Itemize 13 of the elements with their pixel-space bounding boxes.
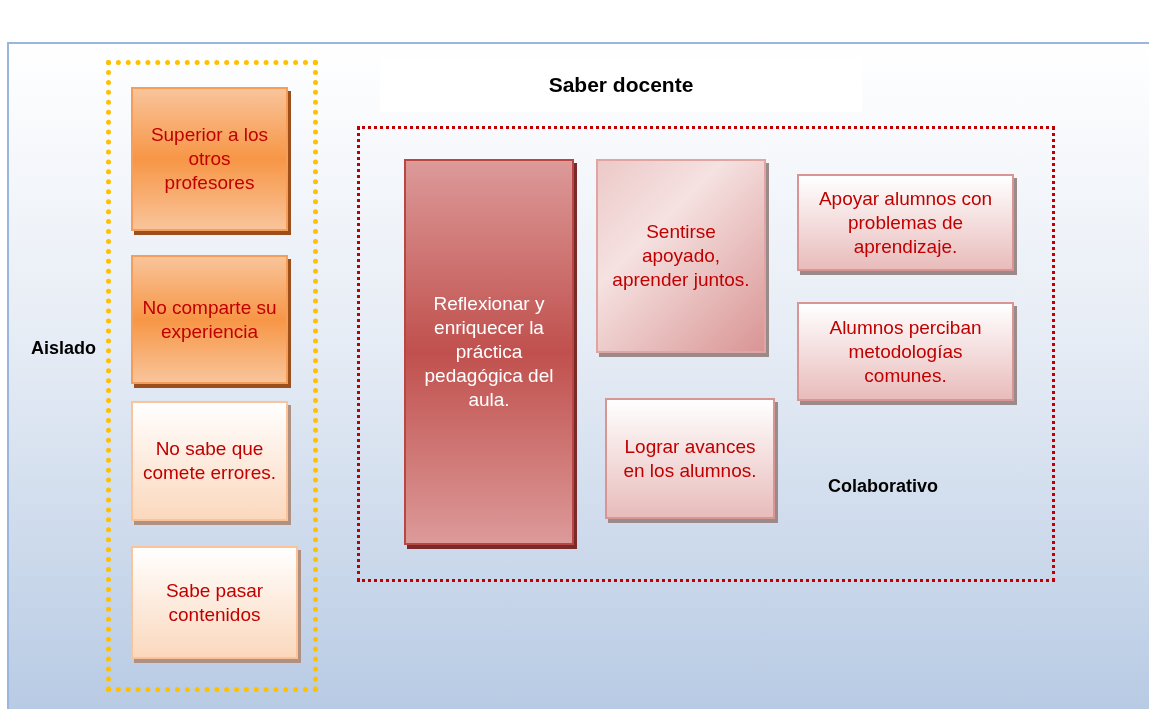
group-label: Colaborativo: [828, 475, 938, 498]
box-text: No sabe que comete errores.: [141, 437, 277, 485]
box-text: Superior a los otros profesores: [149, 123, 270, 195]
box-text: Apoyar alumnos con problemas de aprendizaje.: [817, 186, 994, 259]
group-label: Aislado: [31, 337, 96, 360]
box-text: Reflexionar y enriquecer la práctica pedagógica del aula.: [423, 292, 555, 412]
box-text: Sabe pasar contenidos: [164, 578, 265, 627]
group-frame: [357, 126, 1055, 582]
title: Saber docente: [548, 72, 694, 99]
box-text: Alumnos perciban metodologías comunes.: [828, 315, 983, 388]
box-text: Sentirse apoyado, aprender juntos.: [611, 220, 751, 292]
box-text: Lograr avances en los alumnos.: [622, 434, 758, 483]
box-text: No comparte su experiencia: [141, 295, 278, 344]
